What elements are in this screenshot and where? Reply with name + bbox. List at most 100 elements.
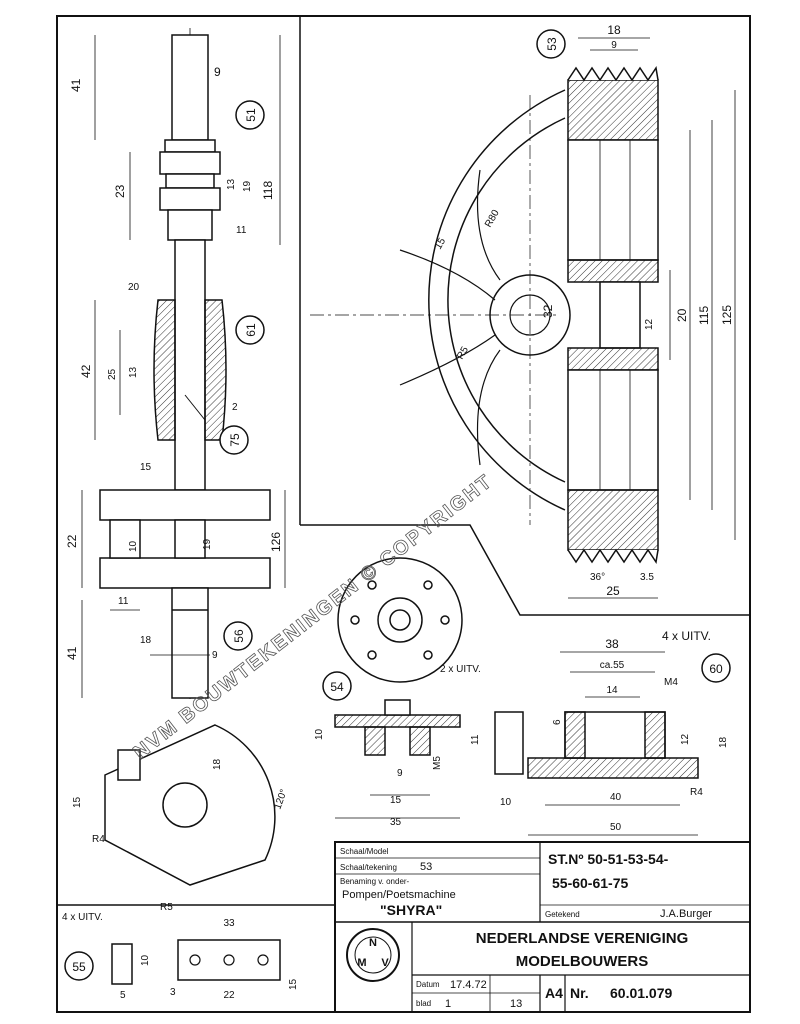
shaft-assembly bbox=[99, 28, 271, 700]
hub-dim-lines bbox=[335, 794, 460, 819]
svg-text:51: 51 bbox=[244, 108, 258, 122]
lever-dim-r5: R5 bbox=[160, 902, 173, 913]
pulley-section bbox=[567, 66, 659, 564]
pulley-dim-115: 115 bbox=[697, 306, 711, 325]
hub-dim-10: 10 bbox=[314, 728, 325, 740]
part-tag-53: 53 bbox=[536, 29, 566, 59]
tb-nr-value: 60.01.079 bbox=[610, 985, 672, 1001]
tb-label-getekend: Getekend bbox=[545, 910, 580, 919]
square-block bbox=[494, 711, 524, 775]
svg-text:M: M bbox=[357, 957, 366, 969]
shaft-dim-2: 2 bbox=[232, 402, 238, 413]
p55-hole-3 bbox=[257, 954, 269, 966]
p55-hole-2 bbox=[223, 954, 235, 966]
hub-section bbox=[334, 699, 461, 756]
lever-dim-r4: R4 bbox=[92, 834, 105, 845]
svg-text:V: V bbox=[381, 957, 389, 969]
wheel-dim-15: 15 bbox=[433, 236, 448, 252]
p60-dim-lines bbox=[528, 651, 698, 836]
tb-st-no-line1: ST.Nº 50-51-53-54- bbox=[548, 851, 669, 867]
lever-dim-120: 120° bbox=[272, 788, 289, 811]
flywheel bbox=[310, 89, 571, 525]
hub-dim-m5: M5 bbox=[432, 756, 443, 770]
tb-label-datum: Datum bbox=[416, 980, 440, 989]
hub-front-view bbox=[337, 557, 463, 683]
tb-label-schaal-model: Schaal/Model bbox=[340, 847, 389, 856]
tb-org-line1: NEDERLANDSE VERENIGING bbox=[476, 930, 689, 947]
shaft-dimension-lines bbox=[81, 35, 286, 698]
pulley-dim-angle: 36° bbox=[590, 572, 605, 583]
tb-label-benaming: Benaming v. onder- bbox=[340, 877, 410, 886]
nvm-logo: N M V bbox=[346, 928, 400, 982]
shaft-dim-20: 20 bbox=[128, 282, 140, 293]
shaft-dim-41: 41 bbox=[69, 78, 83, 92]
pulley-dim-3-5: 3.5 bbox=[640, 572, 654, 583]
p60-dim-12: 12 bbox=[680, 733, 691, 745]
p60-dim-50: 50 bbox=[610, 822, 622, 833]
hub-dim-9: 9 bbox=[397, 768, 403, 779]
tb-label-blad: blad bbox=[416, 999, 431, 1008]
wheel-dim-r80: R80 bbox=[483, 208, 502, 230]
hub-uitv: 2 x UITV. bbox=[440, 664, 481, 675]
tb-label-schaal-tekening: Schaal/tekening bbox=[340, 863, 397, 872]
p60-dim-r4: R4 bbox=[690, 787, 703, 798]
pulley-dim-18: 18 bbox=[607, 23, 621, 37]
shaft-dim-15: 15 bbox=[140, 462, 152, 473]
p60-uitv: 4 x UITV. bbox=[662, 629, 711, 643]
base-bracket-60 bbox=[527, 711, 699, 779]
pulley-dim-20: 20 bbox=[675, 308, 689, 322]
pulley-dim-32: 32 bbox=[541, 304, 555, 318]
pulley-dim-125: 125 bbox=[720, 305, 734, 325]
shaft-dim-9: 9 bbox=[214, 65, 221, 79]
part-tag-75: 75 bbox=[219, 425, 249, 455]
p60-dim-m4: M4 bbox=[664, 677, 678, 688]
shaft-dim-9b: 9 bbox=[212, 650, 218, 661]
p55-dim-5: 5 bbox=[120, 990, 126, 1001]
hub-dim-15: 15 bbox=[390, 795, 402, 806]
part-tag-55: 55 bbox=[64, 951, 94, 981]
shaft-dim-11b: 11 bbox=[118, 596, 129, 607]
part-tag-54: 54 bbox=[322, 671, 352, 701]
tb-sheet-of: 1 bbox=[445, 998, 451, 1010]
hub-dim-11: 11 bbox=[470, 734, 481, 745]
shaft-dim-11: 11 bbox=[236, 225, 247, 236]
lever-part bbox=[104, 724, 276, 886]
svg-text:55: 55 bbox=[72, 960, 86, 974]
pulley-dim-r5: R5 bbox=[455, 345, 471, 362]
tb-format: A4 bbox=[545, 985, 563, 1001]
shaft-dim-18: 18 bbox=[140, 635, 152, 646]
tb-sheet-total: 13 bbox=[510, 998, 522, 1010]
hub-dim-35: 35 bbox=[390, 817, 402, 828]
tb-value-scale: 53 bbox=[420, 861, 432, 873]
part-tag-61: 61 bbox=[235, 315, 265, 345]
part-tag-60: 60 bbox=[701, 653, 731, 683]
pulley-dim-25: 25 bbox=[606, 584, 620, 598]
tb-nr-label: Nr. bbox=[570, 985, 589, 1001]
svg-text:56: 56 bbox=[232, 629, 246, 643]
svg-text:53: 53 bbox=[545, 37, 559, 51]
shaft-dim-23: 23 bbox=[113, 184, 127, 198]
block-dim-10: 10 bbox=[500, 797, 512, 808]
p60-dim-40: 40 bbox=[610, 792, 622, 803]
lever-dim-15: 15 bbox=[72, 796, 83, 808]
pulley-dim-9: 9 bbox=[611, 40, 617, 51]
p55-hole-1 bbox=[189, 954, 201, 966]
frame-divider-diagonal bbox=[300, 524, 750, 616]
svg-text:N: N bbox=[369, 937, 377, 949]
p55-dim-33: 33 bbox=[223, 918, 235, 929]
svg-text:75: 75 bbox=[228, 433, 242, 447]
p60-dim-14: 14 bbox=[606, 685, 618, 696]
svg-text:54: 54 bbox=[330, 680, 344, 694]
p55-dim-15: 15 bbox=[288, 978, 299, 990]
p60-dim-ca55: ca.55 bbox=[600, 660, 625, 671]
p55-uitv: 4 x UITV. bbox=[62, 912, 103, 923]
shaft-dim-118: 118 bbox=[261, 181, 275, 200]
shaft-dim-10: 10 bbox=[128, 540, 139, 552]
p55-side-view bbox=[111, 943, 133, 985]
tb-date: 17.4.72 bbox=[450, 979, 487, 991]
tb-org-line2: MODELBOUWERS bbox=[516, 953, 649, 970]
p60-dim-18: 18 bbox=[718, 736, 729, 748]
tb-model-name: Pompen/Poetsmachine bbox=[342, 889, 456, 901]
tb-model-quoted: "SHYRA" bbox=[380, 902, 442, 918]
